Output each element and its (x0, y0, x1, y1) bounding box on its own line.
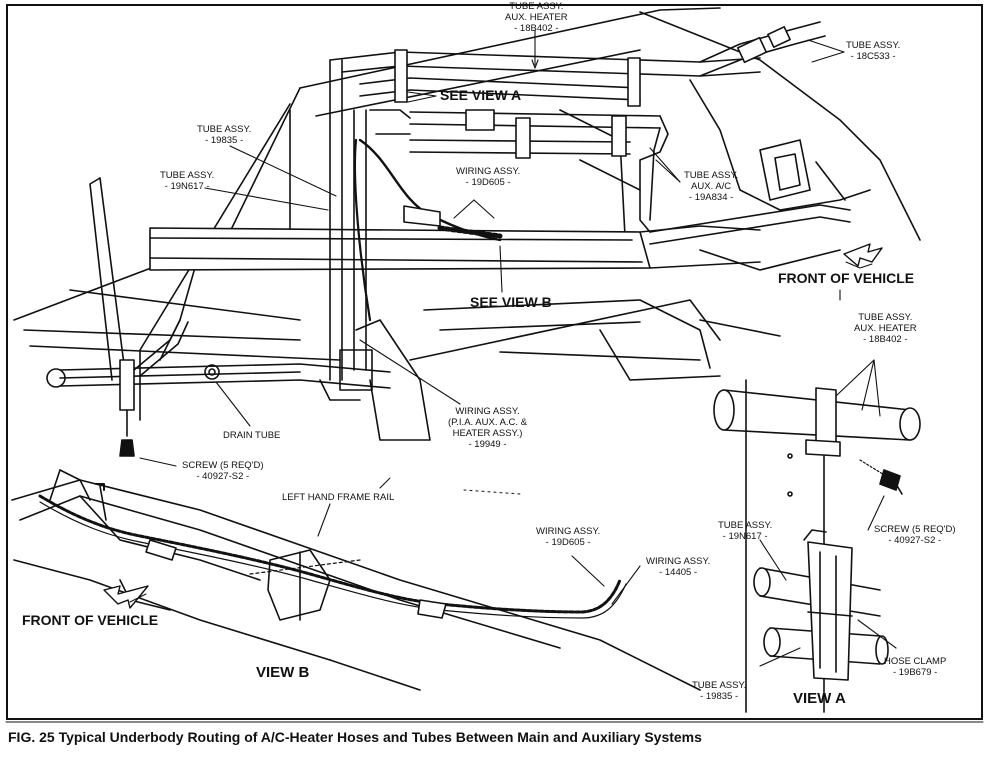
aux-ac-tubes (369, 109, 851, 245)
leader-lines-view-b (317, 503, 641, 605)
figure-frame (6, 4, 983, 720)
label-tube-assy-18c533: TUBE ASSY. - 18C533 - (846, 40, 901, 62)
leader-lines-main (139, 29, 845, 467)
vertical-tubes (119, 59, 431, 457)
label-wiring-assy-19d605-top: WIRING ASSY. - 19D605 - (456, 166, 521, 188)
label-tube-assy-19n617: TUBE ASSY. - 19N617 - (160, 170, 215, 192)
label-tube-assy-aux-ac: TUBE ASSY. AUX. A/C - 19A834 - (684, 170, 739, 203)
leader-lines-view-a (759, 359, 897, 667)
label-wiring-assy-19d605-view-b: WIRING ASSY. - 19D605 - (536, 526, 601, 548)
view-a-drawing (713, 379, 921, 713)
figure-caption: FIG. 25 Typical Underbody Routing of A/C… (8, 729, 702, 745)
vehicle-body-outline (13, 7, 921, 421)
label-tube-assy-aux-heater-top: TUBE ASSY. AUX. HEATER - 18B402 - (505, 1, 568, 34)
front-arrow-left (103, 585, 149, 609)
label-tube-assy-aux-heater-right: TUBE ASSY. AUX. HEATER - 18B402 - (854, 312, 917, 345)
see-view-a-heading: SEE VIEW A (440, 87, 522, 103)
label-screw-left: SCREW (5 REQ'D) - 40927-S2 - (182, 460, 264, 482)
aux-heater-tubes (329, 21, 826, 107)
front-of-vehicle-right-heading: FRONT OF VEHICLE (778, 270, 915, 286)
label-left-hand-frame-rail: LEFT HAND FRAME RAIL (282, 492, 395, 503)
label-wiring-assy-19949: WIRING ASSY. (P.I.A. AUX. A.C. & HEATER … (448, 406, 528, 450)
label-tube-assy-19835: TUBE ASSY. - 19835 - (197, 124, 252, 146)
view-a-heading: VIEW A (793, 690, 846, 707)
label-screw-right: SCREW (5 REQ'D) - 40927-S2 - (874, 524, 956, 546)
frame-rail (46, 225, 761, 389)
drain-tube-drawing (133, 319, 189, 377)
label-wiring-assy-14405: WIRING ASSY. - 14405 - (646, 556, 711, 578)
wiring-harness-main (353, 138, 503, 322)
label-tube-assy-19n617-view-a: TUBE ASSY. - 19N617 - (718, 520, 773, 542)
front-arrow-right (843, 243, 883, 269)
label-hose-clamp: HOSE CLAMP - 19B679 - (884, 656, 947, 678)
label-drain-tube: DRAIN TUBE (223, 430, 281, 441)
front-of-vehicle-left-heading: FRONT OF VEHICLE (22, 612, 159, 628)
see-view-b-heading: SEE VIEW B (470, 294, 552, 310)
view-b-heading: VIEW B (256, 664, 310, 681)
label-tube-assy-19835-view-a: TUBE ASSY. - 19835 - (692, 680, 747, 702)
view-b-drawing (11, 469, 701, 691)
